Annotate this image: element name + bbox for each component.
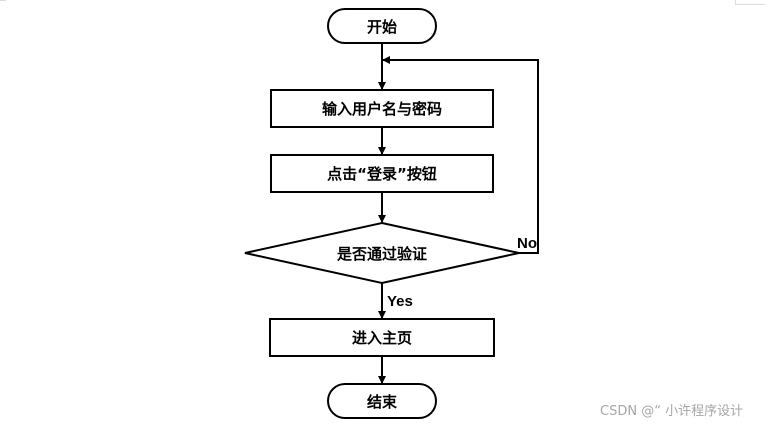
verify-decision-label: 是否通过验证 <box>336 245 427 263</box>
page-corner-mark-right-vertical <box>735 0 736 5</box>
csdn-watermark: CSDN @“ 小许程序设计 <box>600 404 744 419</box>
page-corner-mark-right <box>735 4 765 5</box>
input-credentials-label: 输入用户名与密码 <box>322 100 442 118</box>
end-label: 结束 <box>367 393 398 411</box>
end-terminal <box>327 383 437 419</box>
page-corner-mark-left <box>0 0 6 1</box>
start-label: 开始 <box>367 18 397 36</box>
input-credentials-box <box>270 89 494 128</box>
click-login-label: 点击“登录”按钮 <box>327 165 437 183</box>
no-label: No <box>517 235 537 252</box>
yes-label: Yes <box>387 293 413 310</box>
enter-home-label: 进入主页 <box>352 329 412 347</box>
click-login-box <box>270 154 494 193</box>
arrow-no-loop-back <box>382 56 539 254</box>
